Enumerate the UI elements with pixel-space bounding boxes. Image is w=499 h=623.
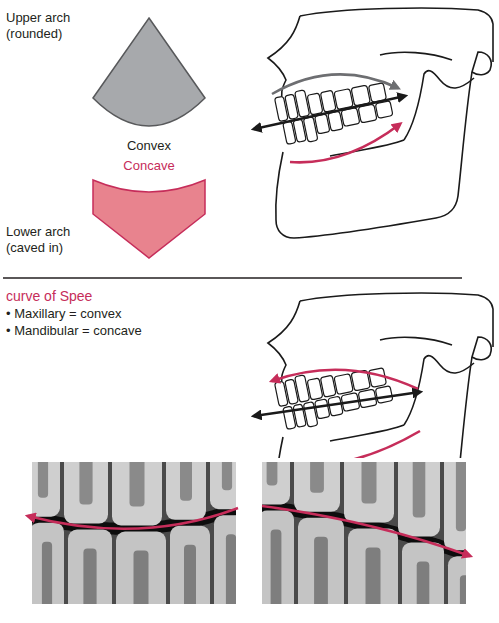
xray-pulp	[130, 462, 145, 507]
xray-pulp	[180, 462, 192, 501]
lower-tooth	[375, 101, 393, 119]
xray-lower-tooth	[32, 523, 64, 604]
lower-tooth	[315, 399, 330, 419]
lower-tooth	[328, 111, 343, 131]
condyle	[472, 337, 491, 360]
shape-caption: Concave	[123, 158, 174, 174]
jaw-illustration	[254, 293, 493, 458]
xray-lower-tooth	[298, 518, 344, 604]
xray-pulp	[184, 545, 196, 604]
convex-shape	[88, 14, 210, 154]
xray-lower-tooth	[214, 515, 236, 604]
concave-shape	[93, 180, 205, 258]
alveolar-line	[330, 425, 404, 441]
zygomatic-line	[380, 337, 452, 345]
coronoid-process	[404, 356, 474, 425]
convex-shape	[93, 18, 205, 126]
occlusal-plane-arrow	[254, 96, 405, 129]
xray-pulp	[417, 561, 430, 604]
divider-line	[3, 277, 462, 279]
upper-tooth	[320, 375, 336, 397]
xray-pulp	[83, 549, 96, 604]
upper-tooth	[334, 89, 353, 110]
xray-pulp	[413, 462, 426, 517]
xray-upper-tooth	[32, 462, 60, 517]
xray-pulp	[456, 462, 466, 531]
xray-lower-tooth	[262, 510, 294, 604]
upper-tooth	[295, 90, 310, 117]
xray-upper-tooth	[398, 462, 440, 536]
concave-shape	[88, 158, 210, 262]
xray-pulp	[271, 529, 282, 604]
arch-label: Upper arch (rounded)	[6, 10, 86, 42]
lower-tooth	[315, 114, 330, 134]
condyle	[472, 52, 491, 75]
upper-tooth	[295, 375, 310, 402]
xray-upper-tooth	[344, 462, 394, 523]
xray-pulp	[222, 462, 232, 490]
xray-image	[32, 462, 236, 604]
xray-upper-tooth	[210, 462, 236, 509]
xray-pulp	[314, 537, 328, 604]
arch-label: Lower arch (caved in)	[6, 224, 86, 256]
concave-shape: Concave	[88, 158, 210, 262]
xray-pulp	[42, 542, 52, 604]
upper-tooth	[334, 374, 353, 395]
shape-caption: Convex	[127, 138, 171, 154]
jaw-illustration	[254, 8, 493, 238]
face-profile	[268, 16, 300, 103]
jaw-clip	[254, 293, 493, 458]
xray-upper-tooth	[444, 462, 466, 550]
spee-upper-arrow	[272, 370, 418, 389]
xray-upper-tooth	[262, 462, 290, 504]
xray-upper-tooth	[112, 462, 162, 526]
upper-tooth	[320, 90, 336, 112]
spee-curve-arrow	[262, 506, 470, 556]
spee-lower-arrow	[278, 431, 420, 458]
xray-pulp	[38, 462, 48, 498]
skull-outline	[300, 8, 493, 62]
spee-curve-arrow	[28, 508, 238, 529]
section-heading: curve of Spee	[6, 288, 206, 304]
xray-pulp	[267, 462, 278, 485]
alveolar-line	[330, 140, 404, 156]
curve-arrows	[28, 506, 470, 556]
occlusal-plane-arrow	[254, 392, 420, 416]
concave-arrow	[290, 124, 400, 162]
bullet-note: • Mandibular = concave	[6, 323, 226, 339]
xray-pulp	[310, 462, 324, 493]
xray-pulp	[134, 551, 149, 605]
xray-pulp	[226, 534, 236, 604]
xray-pulp	[362, 462, 377, 504]
xray-pulp	[366, 548, 381, 605]
convex-shape: Convex	[88, 14, 210, 154]
xray-upper-tooth	[294, 462, 340, 512]
xray-upper-tooth	[166, 462, 206, 520]
convex-arrow	[272, 74, 398, 94]
xray-pulp	[79, 462, 92, 505]
xray-pulp	[460, 575, 466, 604]
zygomatic-line	[380, 52, 452, 60]
lower-tooth	[375, 386, 393, 404]
upper-tooth	[351, 85, 370, 106]
skull-outline	[300, 293, 493, 347]
xray-image	[262, 462, 466, 604]
mandible-outline	[276, 72, 472, 238]
bullet-note: • Maxillary = convex	[6, 306, 226, 322]
coronoid-process	[404, 71, 474, 140]
xray-upper-tooth	[64, 462, 108, 524]
